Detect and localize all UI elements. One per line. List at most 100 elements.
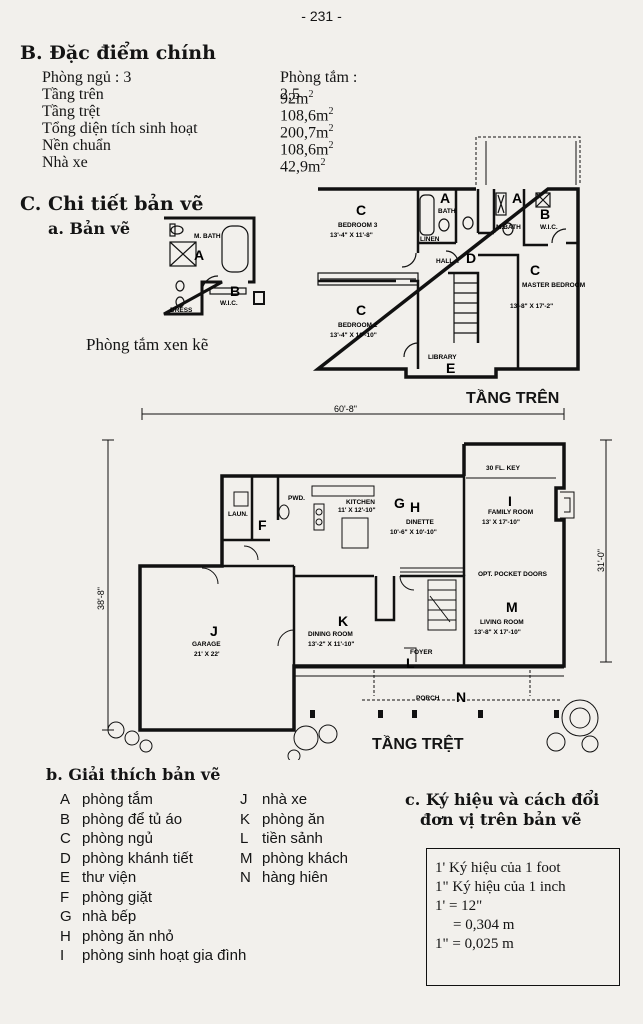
legend-text: tiền sảnh <box>262 830 323 847</box>
spec-label: Nền chuẩn <box>42 137 111 154</box>
unit-line: 1' = 12" <box>435 898 483 914</box>
legend-text: phòng tắm <box>82 791 153 808</box>
alt-bath-plan: M. BATH A B W.I.C. DRESS <box>163 216 265 316</box>
legend-text: phòng ăn <box>262 810 325 828</box>
ground-depth-left-dim: 38'-8" <box>96 587 106 610</box>
ground-floor-caption: TẦNG TRỆT <box>372 736 464 753</box>
spec-value-wrap: 42,9m2 <box>280 154 325 175</box>
upper-bedroom3-dims: 13'-4" X 11'-8" <box>330 232 373 239</box>
spec-unit-superscript: 2 <box>328 123 334 134</box>
spec-row: Phòng ngủ : 3 Phòng tắm : 2,5 <box>42 69 372 103</box>
upper-master-name: MASTER BEDROOM <box>522 282 585 289</box>
spec-value-wrap: 108,6m2 <box>280 103 333 124</box>
ground-dining-dims: 13'-2" X 11'-10" <box>308 641 354 648</box>
upper-mbath-name: M.BATH <box>496 224 521 231</box>
legend-key: I <box>60 947 65 964</box>
spec-row: Tổng diện tích sinh hoạt 200,7m2 <box>42 120 372 141</box>
ground-kitchen-letter: G <box>394 495 405 511</box>
units-title-line2: đơn vị trên bản vẽ <box>420 810 582 829</box>
spec-unit-superscript: 2 <box>308 89 314 100</box>
legend-key: H <box>60 927 71 945</box>
ground-kitchen-name: KITCHEN <box>346 499 375 506</box>
legend-key: J <box>240 791 248 808</box>
section-b-title: B. Đặc điểm chính <box>20 42 216 64</box>
spec-value: 42,9m <box>280 158 321 176</box>
alt-bath-dress-label: DRESS <box>170 307 193 314</box>
section-c-title: C. Chi tiết bản vẽ <box>20 193 204 215</box>
legend-key: M <box>240 849 253 867</box>
upper-bedroom3-letter: C <box>356 202 366 218</box>
legend-key: B <box>60 810 71 828</box>
ground-kitchen-dims: 11' X 12'-10" <box>338 507 376 514</box>
spec-value-wrap: Phòng tắm : 2,5 <box>280 69 372 103</box>
upper-floor-plan: C BEDROOM 3 13'-4" X 11'-8" C BEDROOM 2 … <box>312 136 585 379</box>
legend-text: phòng giặt <box>82 888 153 906</box>
legend-key: D <box>60 849 71 867</box>
spec-value: 108,6m <box>280 141 329 159</box>
ground-floor-plan: 60'-8" 38'-8" 31'-0" <box>96 404 612 760</box>
alt-bath-b-label: B <box>230 283 240 299</box>
upper-floor-caption: TẦNG TRÊN <box>466 390 560 407</box>
upper-library-letter: E <box>446 360 455 376</box>
spec-unit-superscript: 2 <box>328 140 334 151</box>
ground-family-dims: 13' X 17'-10" <box>482 519 520 526</box>
upper-wic-name: W.I.C. <box>540 224 558 231</box>
legend-key: C <box>60 830 71 847</box>
legend-key: G <box>60 908 72 925</box>
upper-mbath-letter: A <box>512 190 522 206</box>
unit-line: = 0,304 m <box>453 917 515 933</box>
ground-dinette-name: DINETTE <box>406 519 434 526</box>
spec-value-wrap: 92m2 <box>280 86 313 107</box>
spec-label: Phòng ngủ : 3 <box>42 69 132 86</box>
upper-wic-letter: B <box>540 206 550 222</box>
legend-text: phòng sinh hoạt gia đình <box>82 947 247 964</box>
legend-title: b. Giải thích bản vẽ <box>46 765 221 784</box>
upper-master-letter: C <box>530 262 540 278</box>
ground-dinette-letter: H <box>410 499 420 515</box>
ground-garage-name: GARAGE <box>192 641 221 648</box>
spec-unit-superscript: 2 <box>320 157 326 168</box>
ground-depth-right-dim: 31'-0" <box>596 549 606 572</box>
ground-porch-letter: N <box>456 689 466 705</box>
spec-unit-superscript: 2 <box>328 106 334 117</box>
ground-living-dims: 13'-8" X 17'-10" <box>474 629 521 636</box>
ground-porch-name: PORCH <box>416 695 440 702</box>
legend-text: phòng ngủ <box>82 830 153 847</box>
ground-living-letter: M <box>506 599 518 615</box>
legend-key: K <box>240 810 251 828</box>
legend-key: A <box>60 791 71 808</box>
upper-library-name: LIBRARY <box>428 354 457 361</box>
ground-pwd-name: PWD. <box>288 495 305 502</box>
spec-value: 92m <box>280 90 309 108</box>
alt-bath-mbath-label: M. BATH <box>194 233 221 240</box>
spec-value: Phòng tắm : 2,5 <box>280 69 358 103</box>
upper-master-dims: 13'-8" X 17'-2" <box>510 303 553 310</box>
upper-hall-name: HALL <box>436 258 453 265</box>
legend-text: nhà bếp <box>82 908 137 925</box>
ground-laundry-letter: F <box>258 517 267 533</box>
upper-hall-letter: D <box>466 250 476 266</box>
spec-value: 200,7m <box>280 124 329 142</box>
legend-key: L <box>240 830 249 847</box>
page-number: - 231 - <box>301 8 342 24</box>
spec-row: Nền chuẩn 108,6m2 <box>42 137 372 158</box>
spec-label: Tầng trên <box>42 86 104 103</box>
upper-bath-name: BATH <box>438 208 456 215</box>
unit-line: 1" Ký hiệu của 1 inch <box>435 879 566 895</box>
spec-label: Tổng diện tích sinh hoạt <box>42 120 198 137</box>
ground-note-key: 30 FL. KEY <box>486 465 521 472</box>
legend-text: hàng hiên <box>262 869 328 886</box>
upper-bedroom2-letter: C <box>356 302 366 318</box>
spec-value-wrap: 200,7m2 <box>280 120 333 141</box>
